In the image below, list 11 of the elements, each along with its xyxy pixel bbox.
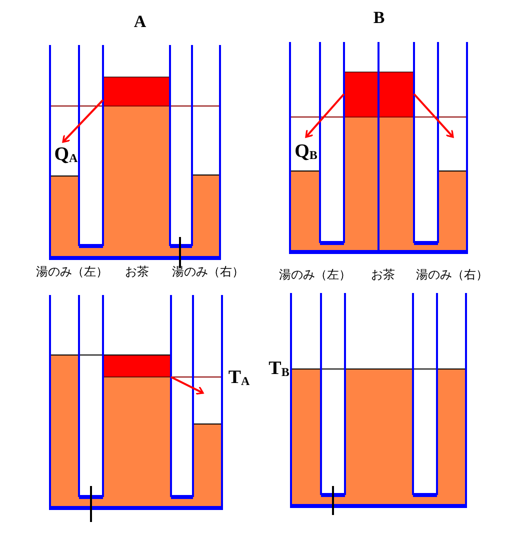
cup-label: 湯のみ（左） bbox=[279, 266, 351, 284]
symbol-label: Q$_{A}$ bbox=[54, 144, 78, 166]
symbol-label: T$_{A}$ bbox=[228, 367, 250, 389]
panel-title: A bbox=[134, 12, 146, 32]
symbol-label: T$_{B}$ bbox=[268, 358, 290, 380]
panel-title: B bbox=[373, 8, 385, 28]
cup-label: 湯のみ（左） bbox=[36, 264, 108, 280]
tea-label: お茶 bbox=[125, 264, 149, 280]
tea-label: お茶 bbox=[371, 266, 395, 284]
cup-label: 湯のみ（右） bbox=[416, 266, 488, 284]
symbol-label: Q$_{B}$ bbox=[294, 141, 318, 163]
